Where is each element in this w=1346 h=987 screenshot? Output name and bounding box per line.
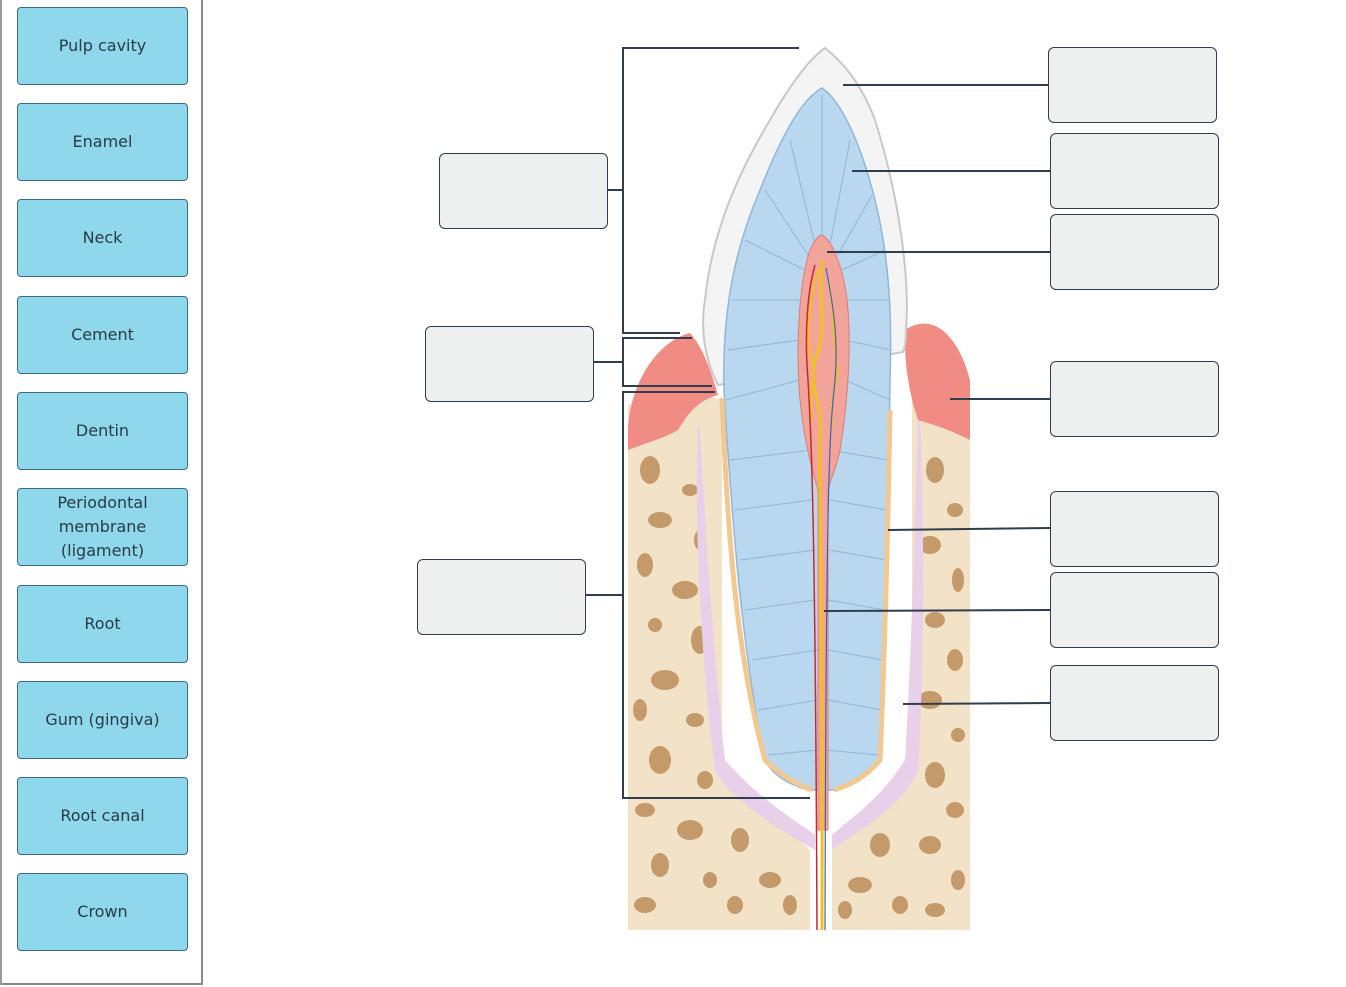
drop-target-root-canal[interactable] xyxy=(1050,572,1219,648)
bone-trabeculae-apex xyxy=(727,828,908,919)
cementum xyxy=(719,397,893,793)
dentin-tubules xyxy=(725,95,892,756)
drop-target-periodontal-membrane[interactable] xyxy=(1050,665,1219,741)
neck-bracket xyxy=(594,337,712,387)
drop-target-root[interactable] xyxy=(417,559,586,635)
drop-target-gum[interactable] xyxy=(1050,361,1219,437)
word-bank-panel: Pulp cavity Enamel Neck Cement Dentin Pe… xyxy=(0,0,203,985)
term-chip-cement[interactable]: Cement xyxy=(17,296,188,374)
term-chip-crown[interactable]: Crown xyxy=(17,873,188,951)
tooth-diagram xyxy=(586,46,1051,931)
drop-target-crown[interactable] xyxy=(439,153,608,229)
crown-bracket xyxy=(607,47,799,334)
leader-lines xyxy=(823,84,1051,705)
term-chip-enamel[interactable]: Enamel xyxy=(17,103,188,181)
drop-target-neck[interactable] xyxy=(425,326,594,402)
gum-right xyxy=(904,323,970,440)
nerves-and-vessels xyxy=(805,259,840,931)
pulp-cavity xyxy=(797,234,850,831)
term-chip-pulp-cavity[interactable]: Pulp cavity xyxy=(17,7,188,85)
drop-target-dentin[interactable] xyxy=(1050,133,1219,209)
term-chip-root[interactable]: Root xyxy=(17,585,188,663)
drop-target-enamel[interactable] xyxy=(1048,47,1217,123)
drop-target-cement[interactable] xyxy=(1050,491,1219,567)
term-chip-neck[interactable]: Neck xyxy=(17,199,188,277)
drop-target-pulp-cavity[interactable] xyxy=(1050,214,1219,290)
term-chip-gum[interactable]: Gum (gingiva) xyxy=(17,681,188,759)
root-bracket xyxy=(586,391,810,799)
term-chip-root-canal[interactable]: Root canal xyxy=(17,777,188,855)
term-chip-periodontal-membrane[interactable]: Periodontal membrane (ligament) xyxy=(17,488,188,566)
diagram-stage xyxy=(205,0,1346,987)
term-chip-dentin[interactable]: Dentin xyxy=(17,392,188,470)
